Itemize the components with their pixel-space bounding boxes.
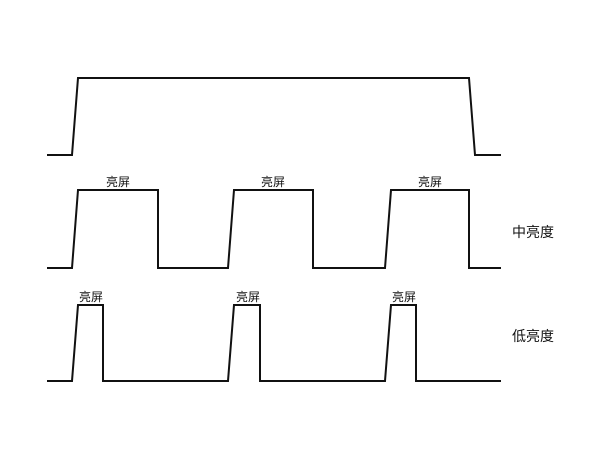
waveform-row-low: 亮屏 亮屏 亮屏 低亮度 [47,289,554,382]
pulse-label-low-3: 亮屏 [392,289,416,304]
pulse-label-medium-2: 亮屏 [261,174,285,189]
waveform-full-brightness [47,77,501,156]
pulse-label-low-1: 亮屏 [79,289,103,304]
row-label-medium: 中亮度 [512,224,554,241]
row-label-low: 低亮度 [512,328,554,345]
waveform-medium-brightness [47,189,501,269]
waveform-row-medium: 亮屏 亮屏 亮屏 中亮度 [47,174,554,269]
pulse-label-medium-1: 亮屏 [106,174,130,189]
waveform-row-full [47,77,501,156]
waveform-low-brightness [47,304,501,382]
pulse-label-low-2: 亮屏 [236,289,260,304]
pulse-label-medium-3: 亮屏 [418,174,442,189]
